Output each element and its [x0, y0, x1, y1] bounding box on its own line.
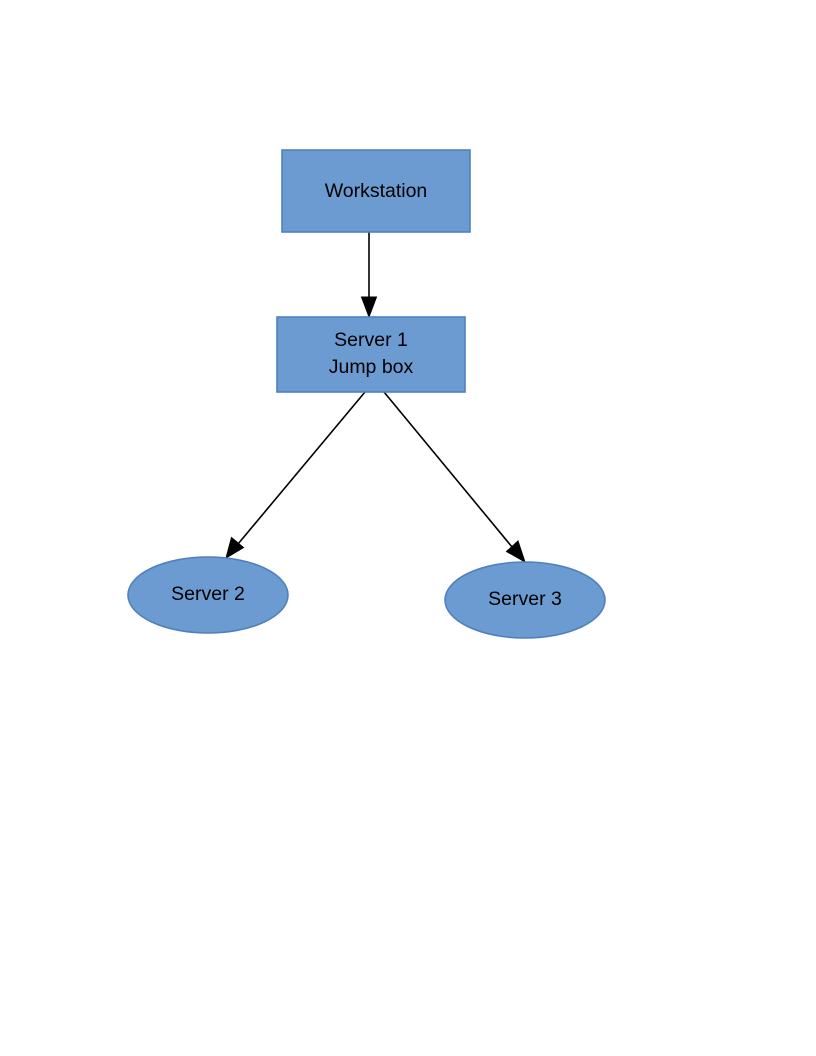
- node-server-1-label-line-2: Jump box: [329, 356, 414, 378]
- arrowhead-icon-server1-server2: [225, 536, 245, 560]
- edge-layer: [225, 232, 526, 564]
- arrowhead-icon-server1-server3: [505, 540, 526, 564]
- node-layer: Workstation Server 1 Jump box Server 2 S…: [127, 149, 606, 639]
- node-server-1[interactable]: Server 1 Jump box: [276, 316, 466, 393]
- edge-workstation-to-server-1[interactable]: [360, 232, 378, 319]
- node-workstation-shape: [281, 149, 471, 233]
- node-workstation[interactable]: Workstation: [281, 149, 471, 233]
- node-server-1-shape: [276, 316, 466, 393]
- node-server-3-label: Server 3: [488, 588, 562, 610]
- node-server-3-shape: [444, 561, 606, 639]
- edge-line-server1-server3: [383, 391, 518, 554]
- node-server-2-label: Server 2: [171, 583, 245, 605]
- node-server-2-shape: [127, 556, 289, 634]
- edge-server-1-to-server-3[interactable]: [383, 391, 526, 564]
- node-workstation-label: Workstation: [325, 180, 428, 202]
- node-server-3[interactable]: Server 3: [444, 561, 606, 639]
- arrowhead-icon-workstation-server1: [360, 296, 378, 319]
- edge-server-1-to-server-2[interactable]: [225, 391, 366, 560]
- edge-line-server1-server2: [232, 391, 366, 551]
- node-server-2[interactable]: Server 2: [127, 556, 289, 634]
- node-server-1-label-line-1: Server 1: [334, 329, 408, 351]
